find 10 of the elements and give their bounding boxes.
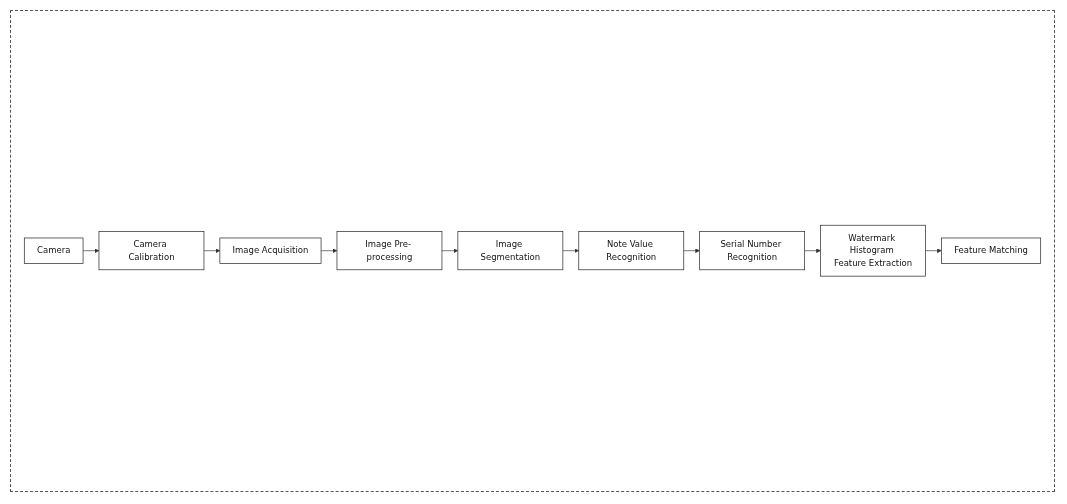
node-box [820, 225, 926, 277]
node-box [219, 237, 322, 265]
node-box [578, 231, 685, 271]
node-box [457, 231, 564, 271]
node-box [699, 231, 805, 271]
node-box [941, 237, 1042, 265]
node-box [98, 231, 205, 271]
node-box [23, 237, 84, 265]
dashed-frame: Camera Camera Calibration Image Acquisition Image Pre- processing Image Segmentation Note Value Recognition Serial Number Recognition Watermark Histogram Feature Extraction Feature Matching [10, 10, 1055, 492]
node-box [336, 231, 443, 271]
